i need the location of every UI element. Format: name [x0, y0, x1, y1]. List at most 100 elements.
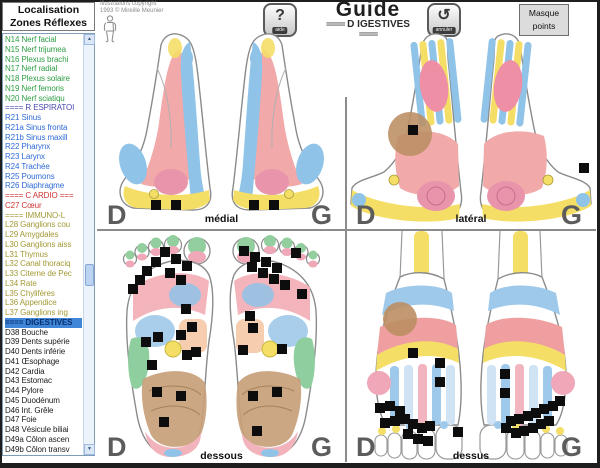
reflex-point-marker[interactable]	[258, 268, 268, 278]
reflex-point-marker[interactable]	[252, 426, 262, 436]
reflex-point-marker[interactable]	[539, 404, 549, 414]
zone-item[interactable]: D43 Estomac	[5, 376, 52, 386]
reflex-point-marker[interactable]	[291, 248, 301, 258]
reflex-point-marker[interactable]	[159, 417, 169, 427]
reflex-point-marker[interactable]	[531, 408, 541, 418]
reflex-point-marker[interactable]	[176, 391, 186, 401]
zone-item-selected[interactable]: ==== DIGESTIVES	[5, 317, 82, 328]
reflex-point-marker[interactable]	[171, 200, 181, 210]
zone-item[interactable]: D49b Côlon transv	[5, 444, 70, 454]
zone-item[interactable]: R21b Sinus maxill	[5, 132, 68, 142]
reflex-point-marker[interactable]	[160, 247, 170, 257]
zone-item[interactable]: D39 Dents supérie	[5, 337, 70, 347]
mask-points-button[interactable]: Masque points	[519, 4, 569, 36]
zone-item[interactable]: D49a Côlon ascen	[5, 434, 70, 444]
zone-item[interactable]: N20 Nerf sciatiqu	[5, 93, 65, 103]
zone-item[interactable]: L32 Canal thoraciq	[5, 259, 71, 269]
zone-item[interactable]: L31 Thymus	[5, 249, 48, 259]
reflex-point-marker[interactable]	[277, 344, 287, 354]
reflex-point-marker[interactable]	[413, 434, 423, 444]
reflex-point-marker[interactable]	[128, 284, 138, 294]
reflex-point-marker[interactable]	[176, 330, 186, 340]
zone-item[interactable]: D40 Dents inférie	[5, 347, 66, 356]
reflex-point-marker[interactable]	[245, 311, 255, 321]
zone-item[interactable]: ==== R ESPIRATOI	[5, 103, 75, 113]
zone-item[interactable]: R25 Poumons	[5, 171, 55, 181]
zone-item[interactable]: R26 Diaphragme	[5, 181, 65, 191]
reflex-point-marker[interactable]	[375, 403, 385, 413]
zone-item[interactable]: L29 Amygdales	[5, 230, 59, 239]
reflex-point-marker[interactable]	[453, 427, 463, 437]
reflex-point-marker[interactable]	[171, 254, 181, 264]
reflex-point-marker[interactable]	[269, 200, 279, 210]
zone-item[interactable]: L34 Rate	[5, 278, 37, 288]
reflex-point-marker[interactable]	[165, 268, 175, 278]
reflex-point-marker[interactable]	[239, 246, 249, 256]
zone-item[interactable]: N18 Plexus solaire	[5, 74, 70, 83]
reflex-point-marker[interactable]	[272, 263, 282, 273]
zone-item[interactable]: N19 Nerf femoris	[5, 83, 64, 93]
reflex-point-marker[interactable]	[523, 411, 533, 421]
reflex-point-marker[interactable]	[135, 275, 145, 285]
reflex-point-marker[interactable]	[548, 401, 558, 411]
reflex-point-marker[interactable]	[435, 377, 445, 387]
reflex-point-marker[interactable]	[425, 421, 435, 431]
zone-item[interactable]: N16 Plexus brachi	[5, 54, 69, 64]
reflex-point-marker[interactable]	[272, 387, 282, 397]
reflex-point-marker[interactable]	[536, 419, 546, 429]
scroll-up-icon[interactable]: ▲	[84, 34, 95, 45]
reflex-point-marker[interactable]	[400, 414, 410, 424]
zones-list-scrollbar[interactable]: ▲ ▼	[83, 34, 95, 455]
reflex-point-marker[interactable]	[501, 423, 511, 433]
reflex-point-marker[interactable]	[248, 323, 258, 333]
reflex-point-marker[interactable]	[191, 347, 201, 357]
zone-item[interactable]: N17 Nerf radial	[5, 64, 58, 74]
zone-item[interactable]: R23 Larynx	[5, 152, 45, 161]
reflex-point-marker[interactable]	[238, 345, 248, 355]
reflex-point-marker[interactable]	[176, 275, 186, 285]
zone-item[interactable]: D45 Duodénum	[5, 395, 60, 405]
zone-item[interactable]: L37 Ganglions ing	[5, 308, 68, 317]
reflex-point-marker[interactable]	[390, 416, 400, 426]
scroll-down-icon[interactable]: ▼	[84, 444, 95, 455]
reflex-point-marker[interactable]	[248, 391, 258, 401]
reflex-point-marker[interactable]	[423, 436, 433, 446]
zone-item[interactable]: D48 Vésicule biliai	[5, 425, 69, 434]
reflex-point-marker[interactable]	[514, 414, 524, 424]
scrollbar-thumb[interactable]	[85, 264, 94, 286]
reflex-point-marker[interactable]	[395, 406, 405, 416]
zone-item[interactable]: D44 Pylore	[5, 386, 44, 395]
reflex-point-marker[interactable]	[249, 200, 259, 210]
reflex-point-marker[interactable]	[403, 429, 413, 439]
reflex-point-marker[interactable]	[555, 396, 565, 406]
zone-item[interactable]: R24 Trachée	[5, 161, 50, 171]
zone-item[interactable]: R21 Sinus	[5, 113, 42, 122]
reflex-point-marker[interactable]	[151, 257, 161, 267]
reflex-point-marker[interactable]	[141, 337, 151, 347]
zone-item[interactable]: L36 Appendice	[5, 298, 57, 308]
reflex-point-marker[interactable]	[280, 280, 290, 290]
zone-item[interactable]: ==== IMMUNO-L	[5, 210, 66, 220]
reflex-point-marker[interactable]	[519, 426, 529, 436]
zone-item[interactable]: D42 Cardia	[5, 366, 45, 376]
reflex-point-marker[interactable]	[500, 369, 510, 379]
reflex-point-marker[interactable]	[417, 423, 427, 433]
reflex-point-marker[interactable]	[151, 200, 161, 210]
reflex-point-marker[interactable]	[506, 416, 516, 426]
zone-item[interactable]: L28 Ganglions cou	[5, 220, 71, 230]
reflex-point-marker[interactable]	[187, 322, 197, 332]
reflex-point-marker[interactable]	[182, 350, 192, 360]
reflex-point-marker[interactable]	[385, 401, 395, 411]
reflex-point-marker[interactable]	[380, 418, 390, 428]
zone-item[interactable]: R22 Pharynx	[5, 142, 51, 152]
zone-item[interactable]: L30 Ganglions aiss	[5, 239, 72, 249]
zone-item[interactable]: ==== C ARDIO ===	[5, 191, 74, 200]
reflex-point-marker[interactable]	[250, 252, 260, 262]
reflex-point-marker[interactable]	[297, 289, 307, 299]
reflex-point-marker[interactable]	[500, 388, 510, 398]
zone-item[interactable]: N15 Nerf trijumea	[5, 44, 66, 54]
reflex-point-marker[interactable]	[408, 419, 418, 429]
reflex-point-marker[interactable]	[261, 257, 271, 267]
reflex-point-marker[interactable]	[247, 262, 257, 272]
zone-item[interactable]: D38 Bouche	[5, 327, 49, 337]
